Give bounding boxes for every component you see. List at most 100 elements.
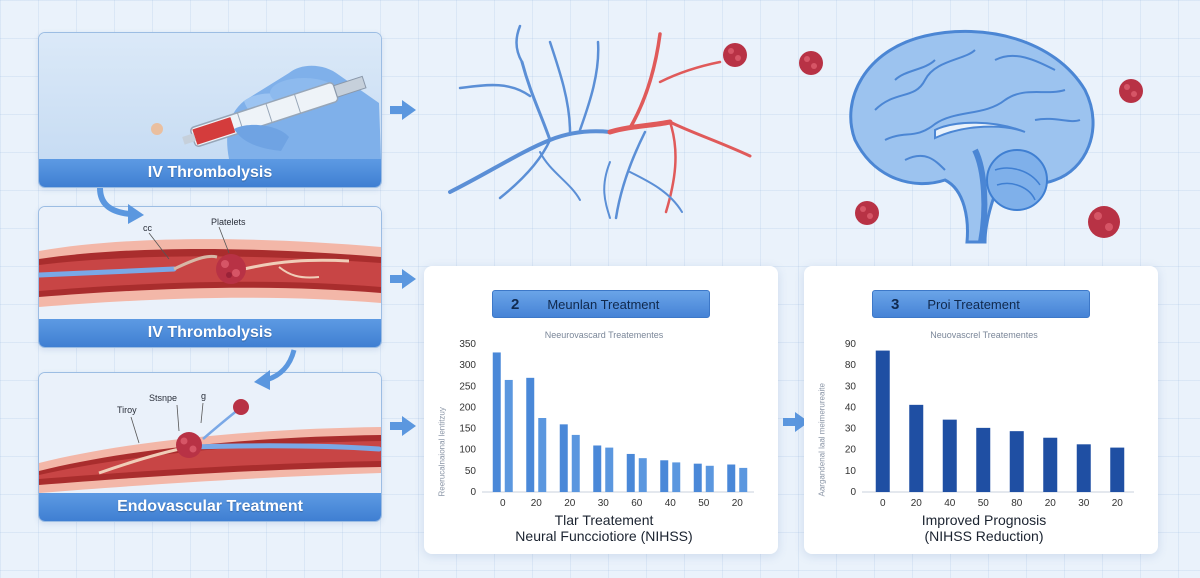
arrow-right-icon [390, 416, 416, 436]
clot-icon [855, 201, 879, 225]
chart-card-3: 3 Proi Treatement Neuovascrel Treatement… [804, 266, 1158, 554]
artery-path [607, 119, 673, 135]
bar [492, 352, 501, 492]
curved-arrow-icon [254, 349, 297, 390]
panel-label: IV Thrombolysis [39, 319, 381, 347]
bar [672, 462, 681, 492]
bar [605, 447, 614, 492]
y-tick-label: 0 [850, 487, 856, 498]
y-tick-label: 30 [845, 424, 857, 435]
x-tick-label: 20 [531, 498, 543, 509]
x-tick-label: 40 [665, 498, 677, 509]
chart-subtitle: Neeurovascard Treatementes [544, 330, 664, 340]
y-tick-label: 350 [459, 339, 476, 350]
bar [626, 453, 635, 492]
x-tick-label: 0 [500, 498, 506, 509]
x-tick-label: 0 [880, 498, 886, 509]
y-tick-label: 40 [845, 402, 857, 413]
bar [976, 427, 991, 492]
bar-chart-prognosis: 0 10 20 30 40 30 80 90 0 20 40 50 80 20 30 20 [845, 339, 1134, 509]
bar [693, 463, 702, 492]
bar [909, 404, 924, 492]
bar [1110, 447, 1125, 492]
y-tick-label: 250 [459, 381, 476, 392]
syringe-illustration [39, 33, 381, 159]
y-tick-label: 30 [845, 381, 857, 392]
panel-endovascular: Tiroy Stsnpe g Endovascular Treatment [38, 372, 382, 522]
bar [660, 460, 669, 492]
arrow-right-icon [390, 100, 416, 120]
catheter-line [186, 443, 381, 452]
x-tick-label: 20 [1112, 498, 1124, 509]
x-tick-label: 50 [978, 498, 990, 509]
chart-title: Proi Treatement [927, 296, 1020, 312]
panel-iv-thrombolysis-syringe: IV Thrombolysis [38, 32, 382, 188]
x-tick-label: 20 [564, 498, 576, 509]
card-number: 3 [891, 295, 900, 313]
vessel-network-illustration [448, 24, 752, 220]
clot-icon [1119, 79, 1143, 103]
blood-clot [176, 432, 202, 458]
y-tick-label: 20 [845, 445, 857, 456]
bar [1009, 431, 1024, 492]
x-tick-label: 20 [1045, 498, 1057, 509]
blood-clot [216, 254, 246, 284]
x-tick-label: 50 [698, 498, 710, 509]
chart-card-2: 2 Meunlan Treatment Neeurovascard Treate… [424, 266, 778, 554]
chart-title-pill: 2 Meunlan Treatment [492, 290, 710, 318]
endovascular-illustration [39, 373, 381, 493]
x-axis-label-line1: Improved Prognosis [921, 512, 1047, 528]
bar [638, 458, 647, 492]
annotation-g: g [201, 391, 207, 401]
annotation-tiroy: Tiroy [117, 405, 137, 415]
card-number: 2 [511, 295, 520, 313]
bar [559, 424, 568, 492]
annotation-stsnpe: Stsnpe [149, 393, 178, 403]
x-axis-caption: Improved Prognosis (NIHSS Reduction) [864, 512, 1104, 544]
vein-path [448, 129, 612, 194]
x-tick-label: 80 [1011, 498, 1023, 509]
bar [593, 445, 602, 492]
x-tick-label: 30 [1078, 498, 1090, 509]
clot-icon [723, 43, 747, 67]
x-axis-label-line2: Neural Funcciotiore (NIHSS) [515, 528, 693, 544]
bar [705, 465, 714, 492]
panel-label: IV Thrombolysis [39, 159, 381, 187]
x-axis-label-line1: Tlar Treatement [554, 512, 654, 528]
y-tick-label: 200 [459, 402, 476, 413]
annotation-platelets: Platelets [211, 217, 246, 227]
chart-subtitle: Neuovascrel Treatementes [930, 330, 1038, 340]
bar [1076, 444, 1091, 492]
y-tick-label: 90 [845, 339, 857, 350]
curved-arrow-icon [97, 187, 144, 224]
x-tick-label: 30 [598, 498, 610, 509]
bar [1043, 437, 1058, 492]
annotation-cc: cc [143, 223, 152, 233]
chart-title: Meunlan Treatment [547, 296, 660, 312]
panel-iv-thrombolysis-vessel: cc Platelets IV Thrombolysis [38, 206, 382, 348]
cerebellum [986, 149, 1048, 211]
clot-icon [1088, 206, 1120, 238]
bar [875, 350, 890, 492]
x-tick-label: 40 [944, 498, 956, 509]
panel-label: Endovascular Treatment [39, 493, 381, 521]
catheter-line [39, 266, 177, 278]
arrow-right-icon [390, 269, 416, 289]
x-tick-label: 20 [732, 498, 744, 509]
bar [727, 464, 736, 492]
y-tick-label: 50 [465, 466, 477, 477]
chart-title-pill: 3 Proi Treatement [872, 290, 1090, 318]
y-tick-label: 80 [845, 360, 857, 371]
vessel-clot-illustration [39, 207, 381, 319]
bar [571, 434, 580, 492]
y-tick-label: 150 [459, 424, 476, 435]
bar [526, 377, 535, 492]
x-tick-label: 60 [631, 498, 643, 509]
y-tick-label: 100 [459, 445, 476, 456]
clot-icon [799, 51, 823, 75]
y-tick-label: 10 [845, 466, 857, 477]
brain-icon [849, 29, 1095, 244]
bar [504, 379, 513, 492]
y-tick-label: 0 [470, 487, 476, 498]
x-tick-label: 20 [911, 498, 923, 509]
